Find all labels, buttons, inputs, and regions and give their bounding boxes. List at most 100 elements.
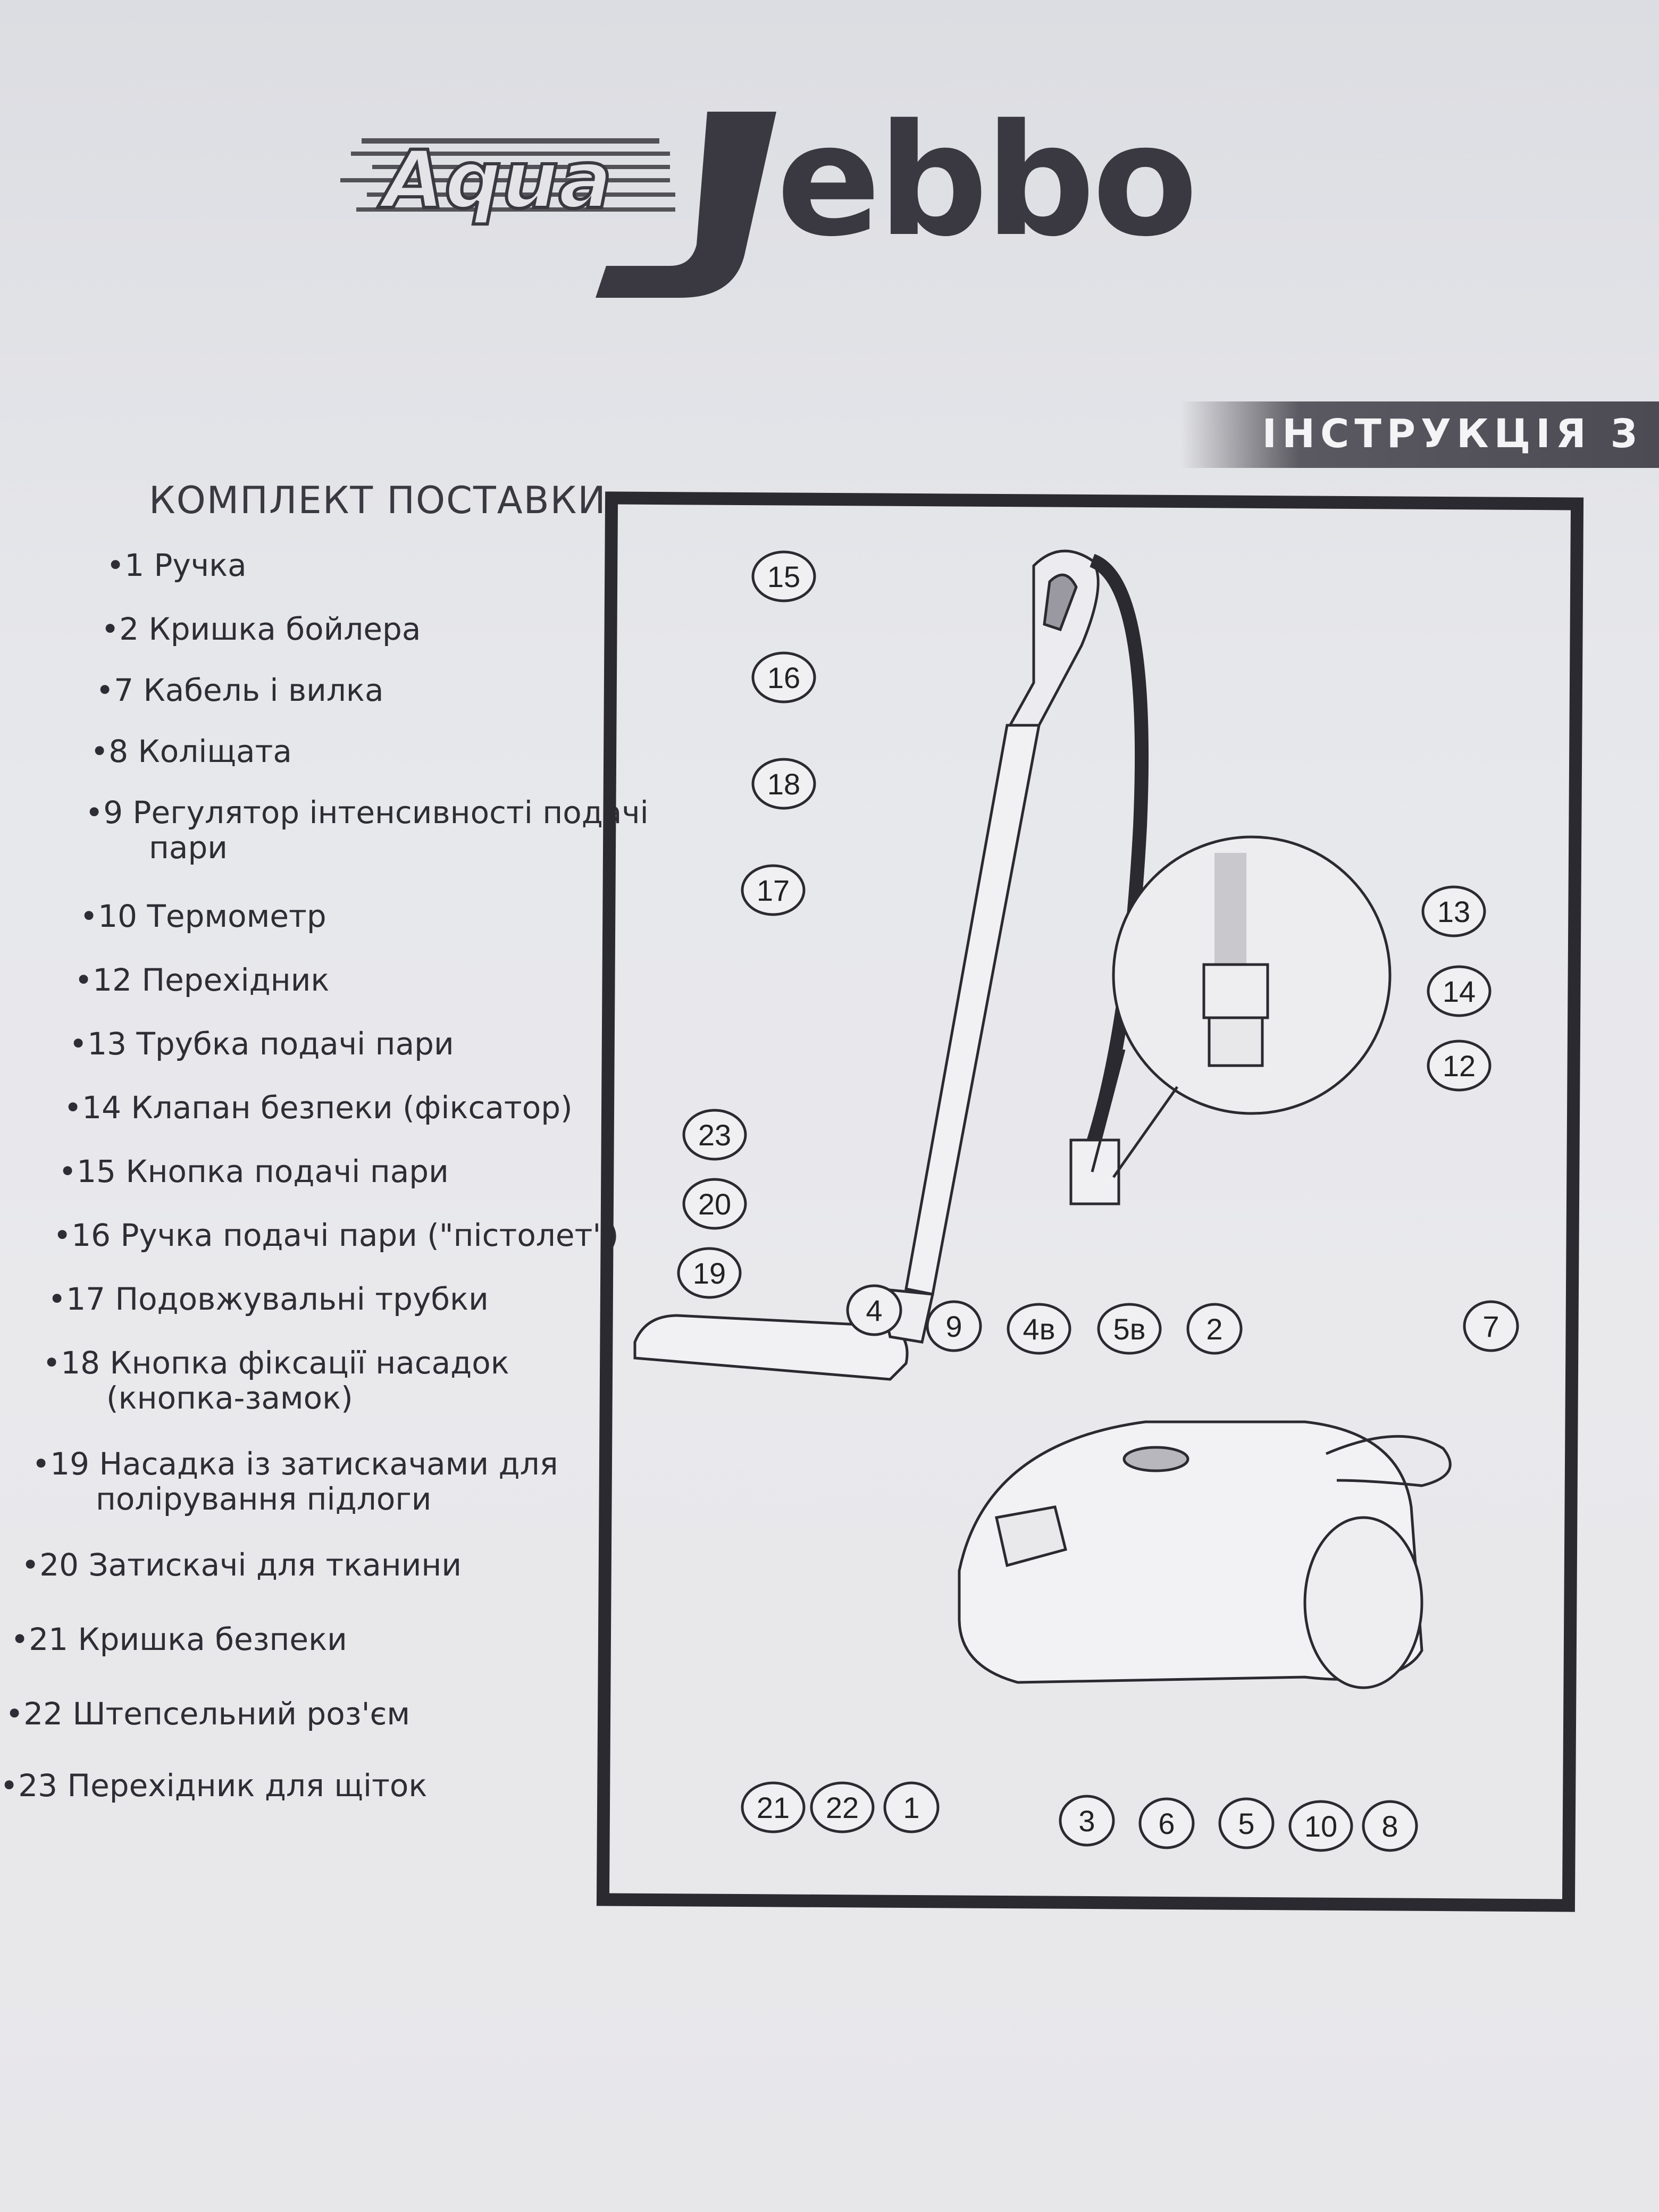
svg-text:6: 6: [1158, 1807, 1175, 1840]
callout-4в: 4в: [1007, 1303, 1071, 1355]
callout-23: 23: [682, 1109, 747, 1161]
kit-item-line: пари: [149, 830, 228, 866]
rear-wheel: [1303, 1516, 1423, 1689]
svg-text:2: 2: [1206, 1312, 1222, 1346]
callout-12: 12: [1427, 1040, 1492, 1092]
kit-list-item: •15 Кнопка подачі пари: [58, 1154, 449, 1189]
kit-list-item: •7 Кабель і вилка: [96, 673, 383, 708]
callout-21: 21: [741, 1781, 806, 1833]
kit-item-line: •7 Кабель і вилка: [96, 672, 384, 708]
kit-item-line: •13 Трубка подачі пари: [69, 1026, 454, 1062]
callout-15: 15: [751, 550, 816, 602]
kit-item-line: полірування підлоги: [96, 1481, 432, 1517]
callout-2: 2: [1186, 1303, 1243, 1355]
kit-item-line: •17 Подовжувальні трубки: [48, 1281, 489, 1317]
svg-text:5: 5: [1238, 1807, 1254, 1840]
kit-item-line: •14 Клапан безпеки (фіксатор): [64, 1090, 573, 1126]
kit-item-line: •9 Регулятор інтенсивності подачі: [85, 794, 649, 831]
svg-text:18: 18: [767, 767, 800, 801]
svg-text:7: 7: [1482, 1310, 1499, 1343]
svg-text:17: 17: [757, 874, 790, 907]
brand-logo: Aqua ebbo: [340, 80, 1255, 314]
callout-3: 3: [1059, 1795, 1115, 1847]
svg-text:19: 19: [693, 1256, 726, 1290]
svg-text:5в: 5в: [1113, 1312, 1146, 1346]
callout-17: 17: [741, 864, 806, 916]
kit-list-item: •2 Кришка бойлера: [101, 611, 421, 647]
kit-list-item: •16 Ручка подачі пари ("пістолет"): [53, 1218, 619, 1253]
svg-text:21: 21: [757, 1791, 790, 1824]
svg-text:9: 9: [945, 1310, 962, 1343]
svg-text:15: 15: [767, 560, 800, 593]
steam-hose: [1085, 554, 1149, 1147]
kit-item-line: •2 Кришка бойлера: [101, 611, 421, 647]
kit-list-item: •22 Штепсельний роз'єм: [5, 1696, 410, 1731]
diagram-drawing: [633, 549, 1452, 1689]
callout-18: 18: [751, 758, 816, 810]
kit-title: КОМПЛЕКТ ПОСТАВКИ:: [149, 479, 621, 522]
logo-prefix-text: Aqua: [378, 134, 612, 227]
svg-text:20: 20: [698, 1187, 731, 1221]
callout-1: 1: [883, 1781, 940, 1833]
svg-text:22: 22: [826, 1791, 859, 1824]
callout-5: 5: [1218, 1797, 1275, 1849]
callout-8: 8: [1362, 1800, 1418, 1852]
callout-14: 14: [1427, 965, 1492, 1017]
callout-19: 19: [677, 1247, 742, 1299]
kit-list-item: •18 Кнопка фіксації насадок(кнопка-замок…: [43, 1345, 509, 1415]
callout-9: 9: [926, 1300, 982, 1352]
kit-item-line: •22 Штепсельний роз'єм: [5, 1696, 410, 1732]
svg-text:14: 14: [1443, 975, 1476, 1008]
svg-text:3: 3: [1078, 1804, 1095, 1838]
callout-13: 13: [1421, 885, 1486, 937]
hose-connector: [1069, 1138, 1120, 1205]
callout-5в: 5в: [1097, 1303, 1162, 1355]
kit-item-line: •15 Кнопка подачі пари: [58, 1153, 449, 1189]
svg-text:4: 4: [866, 1294, 882, 1327]
svg-text:23: 23: [698, 1118, 731, 1152]
kit-item-line: •1 Ручка: [106, 547, 247, 583]
kit-list-item: •23 Перехідник для щіток: [0, 1768, 427, 1803]
svg-text:1: 1: [903, 1791, 919, 1824]
kit-item-line: •10 Термометр: [80, 898, 326, 934]
callout-7: 7: [1463, 1300, 1519, 1352]
svg-text:12: 12: [1443, 1049, 1476, 1083]
kit-item-line: •20 Затискачі для тканини: [21, 1547, 462, 1583]
callout-16: 16: [751, 651, 816, 703]
svg-text:10: 10: [1304, 1809, 1337, 1843]
kit-list-item: •12 Перехідник: [74, 962, 329, 998]
kit-list-item: •13 Трубка подачі пари: [69, 1026, 454, 1061]
svg-text:8: 8: [1381, 1809, 1398, 1843]
logo-main-text: ebbo: [776, 91, 1195, 271]
kit-item-line: •21 Кришка безпеки: [11, 1621, 347, 1657]
kit-item-line: (кнопка-замок): [106, 1380, 353, 1416]
kit-item-line: •16 Ручка подачі пари ("пістолет"): [53, 1217, 619, 1253]
kit-list-item: •1 Ручка: [106, 548, 247, 583]
kit-list-item: •8 Коліщата: [90, 734, 292, 769]
svg-text:13: 13: [1437, 895, 1470, 928]
kit-item-line: •12 Перехідник: [74, 962, 330, 998]
section-banner: ІНСТРУКЦІЯ 3: [1180, 401, 1659, 468]
callout-22: 22: [810, 1781, 875, 1833]
kit-list-item: •10 Термометр: [80, 899, 326, 934]
kit-list-item: •17 Подовжувальні трубки: [48, 1281, 489, 1317]
kit-item-line: •8 Коліщата: [90, 733, 292, 769]
callout-20: 20: [682, 1178, 747, 1230]
callout-10: 10: [1288, 1800, 1353, 1852]
kit-list-item: •14 Клапан безпеки (фіксатор): [64, 1090, 573, 1125]
kit-item-line: •19 Насадка із затискачами для: [32, 1446, 558, 1482]
kit-list-item: •21 Кришка безпеки: [11, 1622, 347, 1657]
kit-item-line: •23 Перехідник для щіток: [0, 1767, 428, 1804]
callout-6: 6: [1138, 1797, 1195, 1849]
banner-title: ІНСТРУКЦІЯ 3: [1262, 411, 1643, 457]
kit-item-line: •18 Кнопка фіксації насадок: [43, 1345, 509, 1381]
extension-tube: [904, 724, 1041, 1296]
svg-text:16: 16: [767, 661, 800, 694]
kit-list-item: •20 Затискачі для тканини: [21, 1547, 462, 1582]
callout-4: 4: [846, 1284, 902, 1336]
